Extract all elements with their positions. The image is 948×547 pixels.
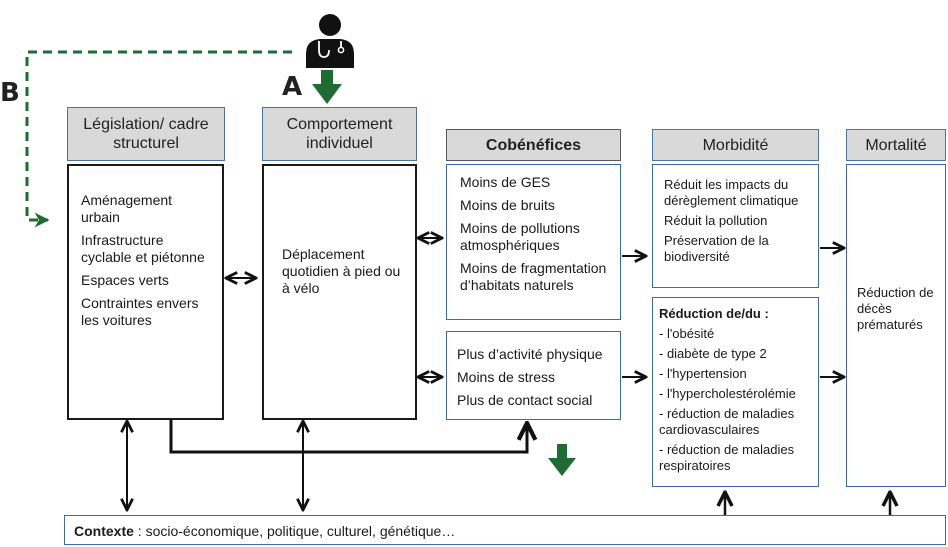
morbidity-health-box: Réduction de/du : - l'obésité - diabète … xyxy=(652,297,819,487)
morbidity-header: Morbidité xyxy=(652,129,819,161)
legislation-title: Législation/ cadre structurel xyxy=(83,116,209,152)
dashed-path-b xyxy=(25,50,292,228)
mortality-box: Réduction de décès prématurés xyxy=(846,164,946,487)
morbidity-title: Morbidité xyxy=(702,136,769,154)
cobenefits-header: Cobénéfices xyxy=(446,129,621,161)
morbidity-health-item: - l'hypercholestérolémie xyxy=(659,386,796,401)
cobenefits-env-box: Moins de GES Moins de bruits Moins de po… xyxy=(446,164,621,320)
cobenefit-env-item: Moins de fragmentation d’habitats nature… xyxy=(460,260,607,293)
morbidity-health-item: - l'obésité xyxy=(659,326,715,341)
cobenefits-health-box: Plus d’activité physique Moins de stress… xyxy=(446,331,621,420)
legislation-item: Espaces verts xyxy=(81,272,169,288)
label-b: B xyxy=(0,78,20,108)
behaviour-box: Déplacement quotidien à pied ou à vélo xyxy=(262,164,417,420)
context-text: : socio-économique, politique, culturel,… xyxy=(133,523,456,539)
mortality-header: Mortalité xyxy=(846,129,946,161)
morbidity-env-item: Préservation de la biodiversité xyxy=(664,233,769,264)
morbidity-env-item: Réduit la pollution xyxy=(664,213,768,228)
doctor-icon xyxy=(300,10,360,70)
label-a: A xyxy=(282,72,303,102)
behaviour-text: Déplacement quotidien à pied ou à vélo xyxy=(282,246,401,296)
behaviour-title: Comportement individuel xyxy=(286,116,393,152)
context-label: Contexte xyxy=(74,523,134,539)
cobenefit-health-item: Plus de contact social xyxy=(457,392,593,408)
cobenefit-env-item: Moins de GES xyxy=(460,174,551,190)
mortality-text: Réduction de décès prématurés xyxy=(857,285,934,332)
cobenefit-env-item: Moins de bruits xyxy=(460,197,555,213)
morbidity-health-title: Réduction de/du : xyxy=(659,306,769,321)
cobenefit-health-item: Plus d’activité physique xyxy=(457,346,603,362)
green-arrow-a xyxy=(312,70,342,104)
morbidity-health-item: - l'hypertension xyxy=(659,366,747,381)
cobenefits-title: Cobénéfices xyxy=(485,136,582,154)
cobenefit-env-item: Moins de pollutions atmosphériques xyxy=(460,220,580,253)
legislation-item: Infrastructure cyclable et piétonne xyxy=(81,232,205,265)
morbidity-health-item: - réduction de maladies respiratoires xyxy=(659,442,795,473)
mortality-title: Mortalité xyxy=(865,136,927,154)
morbidity-env-box: Réduit les impacts du dérèglement climat… xyxy=(652,164,819,288)
legislation-item: Aménagement urbain xyxy=(81,192,173,225)
green-arrow-down xyxy=(548,444,576,476)
legislation-header: Législation/ cadre structurel xyxy=(67,107,225,161)
morbidity-health-item: - réduction de maladies cardiovasculaire… xyxy=(659,406,795,437)
morbidity-env-item: Réduit les impacts du dérèglement climat… xyxy=(664,177,799,208)
arrow-legislation-cobenefits xyxy=(169,420,527,454)
legislation-box: Aménagement urbain Infrastructure cyclab… xyxy=(67,164,224,420)
cobenefit-health-item: Moins de stress xyxy=(457,369,556,385)
legislation-item: Contraintes envers les voitures xyxy=(81,295,199,328)
behaviour-header: Comportement individuel xyxy=(262,107,417,161)
morbidity-health-item: - diabète de type 2 xyxy=(659,346,767,361)
context-bar: Contexte : socio-économique, politique, … xyxy=(64,515,946,545)
